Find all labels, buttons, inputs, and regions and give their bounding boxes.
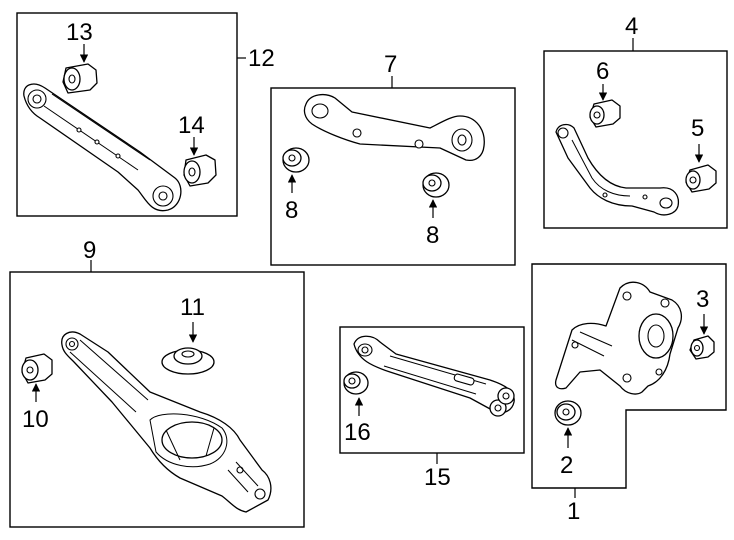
- group-1: 1 2 3: [531, 263, 727, 525]
- callout-5[interactable]: 5: [691, 115, 704, 142]
- upper-control-arm[interactable]: [303, 93, 485, 162]
- callout-11[interactable]: 11: [180, 294, 205, 321]
- bushing-6[interactable]: [589, 99, 621, 128]
- curved-control-arm[interactable]: [555, 123, 680, 216]
- callout-9[interactable]: 9: [83, 237, 96, 264]
- bushing-2[interactable]: [554, 400, 582, 426]
- callout-16[interactable]: 16: [344, 419, 371, 446]
- callout-8-left[interactable]: 8: [285, 197, 298, 224]
- lower-control-arm[interactable]: [61, 331, 272, 513]
- knuckle[interactable]: [554, 281, 683, 395]
- callout-1[interactable]: 1: [567, 498, 580, 525]
- callout-13[interactable]: 13: [66, 19, 93, 46]
- bushing-10[interactable]: [21, 353, 53, 384]
- callout-3[interactable]: 3: [696, 286, 709, 313]
- callout-8-right[interactable]: 8: [426, 222, 439, 249]
- callout-6[interactable]: 6: [596, 58, 609, 85]
- group-7-frame: [270, 87, 516, 266]
- callout-12[interactable]: 12: [248, 45, 275, 72]
- bushing-13[interactable]: [62, 63, 98, 94]
- bushing-14[interactable]: [183, 154, 217, 187]
- bushing-3[interactable]: [689, 335, 715, 360]
- group-9-frame: [9, 271, 305, 528]
- bushing-5[interactable]: [685, 164, 717, 193]
- bushing-8-right[interactable]: [422, 172, 450, 198]
- group-15-frame: [339, 326, 525, 454]
- group-4: 4 6 5: [543, 13, 728, 229]
- callout-10[interactable]: 10: [22, 406, 49, 433]
- callout-2[interactable]: 2: [560, 452, 573, 479]
- group-7: 7 8 8: [270, 51, 516, 266]
- callout-7[interactable]: 7: [384, 51, 397, 78]
- callout-15[interactable]: 15: [424, 464, 451, 491]
- group-12-frame: [16, 12, 238, 217]
- spring-seat-11[interactable]: [161, 347, 215, 375]
- callout-14[interactable]: 14: [178, 112, 205, 139]
- group-9: 9 11 10: [9, 237, 305, 528]
- group-4-frame: [543, 50, 728, 229]
- group-1-frame: [531, 263, 727, 489]
- trailing-link-arm[interactable]: [23, 83, 182, 212]
- toe-link[interactable]: [353, 335, 515, 417]
- group-12: 12 13 14: [16, 12, 275, 217]
- group-15: 15 16: [339, 326, 525, 491]
- bushing-8-left[interactable]: [282, 147, 310, 173]
- callout-4[interactable]: 4: [625, 13, 638, 40]
- bushing-16[interactable]: [343, 371, 369, 395]
